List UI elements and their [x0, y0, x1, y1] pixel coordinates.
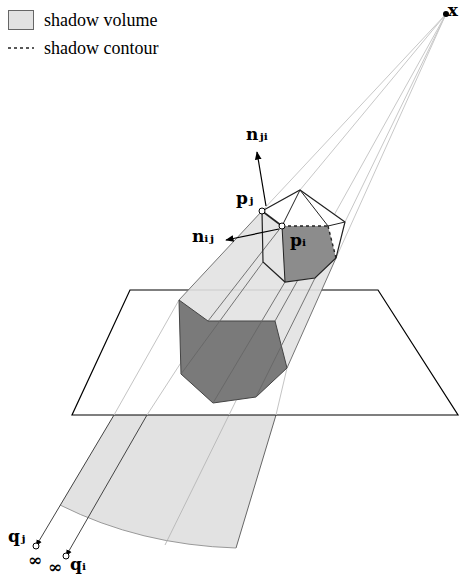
- point-label: qᵢ: [70, 554, 86, 574]
- infinite-edge: [36, 415, 114, 546]
- legend-text: shadow volume: [44, 9, 157, 31]
- shadow-region: [179, 300, 287, 403]
- infinite-point: [63, 553, 69, 559]
- point-label: qⱼ: [8, 526, 25, 546]
- occluder-outline: [262, 190, 345, 282]
- legend-entry: shadow contour: [8, 34, 158, 62]
- point-label: nᵢⱼ: [192, 226, 214, 246]
- light-rays: [262, 14, 446, 258]
- volume-edge: [236, 415, 276, 548]
- vertex-point: [259, 208, 265, 214]
- point-label: ∞: [28, 550, 42, 570]
- point-label: pᵢ: [290, 230, 306, 250]
- legend-line-sample: [8, 38, 34, 58]
- legend-entry: shadow volume: [8, 6, 158, 34]
- volume-edges: [179, 211, 336, 403]
- legend-swatch: [8, 10, 34, 30]
- volume-edge: [165, 415, 229, 545]
- infinity-curve: [60, 505, 236, 548]
- infinite-point: [33, 543, 39, 549]
- shadow-contour: [282, 226, 336, 258]
- infinite-edge: [66, 415, 147, 556]
- legend-text: shadow contour: [44, 37, 158, 59]
- normal-arrow: [257, 152, 266, 206]
- dashed-line: [8, 47, 34, 48]
- point-label: ∞: [48, 557, 62, 577]
- point-label: x: [448, 0, 458, 20]
- volume-below-plane: [60, 415, 276, 548]
- normal-arrow: [226, 229, 279, 240]
- point-label: pⱼ: [236, 188, 253, 208]
- point-label: nⱼᵢ: [246, 124, 268, 144]
- legend: shadow volume shadow contour: [8, 6, 158, 62]
- occluder-edges: [262, 190, 345, 282]
- shadow-volume: [179, 211, 336, 403]
- unlit-faces: [282, 226, 336, 282]
- vertex-point: [279, 223, 285, 229]
